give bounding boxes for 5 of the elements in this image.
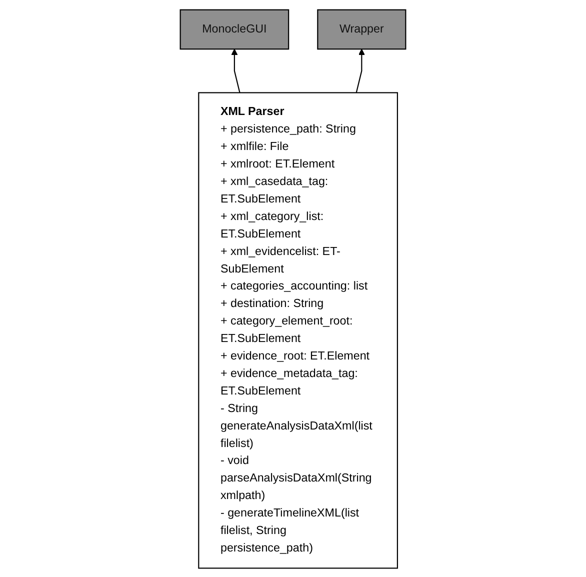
node-box: Wrapper	[317, 8, 406, 50]
node-box: XML Parser + persistence_path: String + xmlfile: File + xmlroot: ET.Element + xml_casedata_tag: ET.SubElement + xml_category_list: ET.SubElement + xml_evidencelist: ET-SubElement + categories_accounting: list + destination: String + category_element_root: ET.SubElement + evidence_root: ET.Element + evidence_metadata_tag: ET.SubElement - String generateAnalysisDataXml(list filelist) - void parseAnalysisDataXml(String xmlpath) - generateTimelineXML(list filelist, String persistence_path)	[198, 92, 398, 568]
arrow	[356, 48, 365, 92]
arrow	[231, 48, 240, 92]
node-box: MonocleGUI	[180, 8, 290, 50]
